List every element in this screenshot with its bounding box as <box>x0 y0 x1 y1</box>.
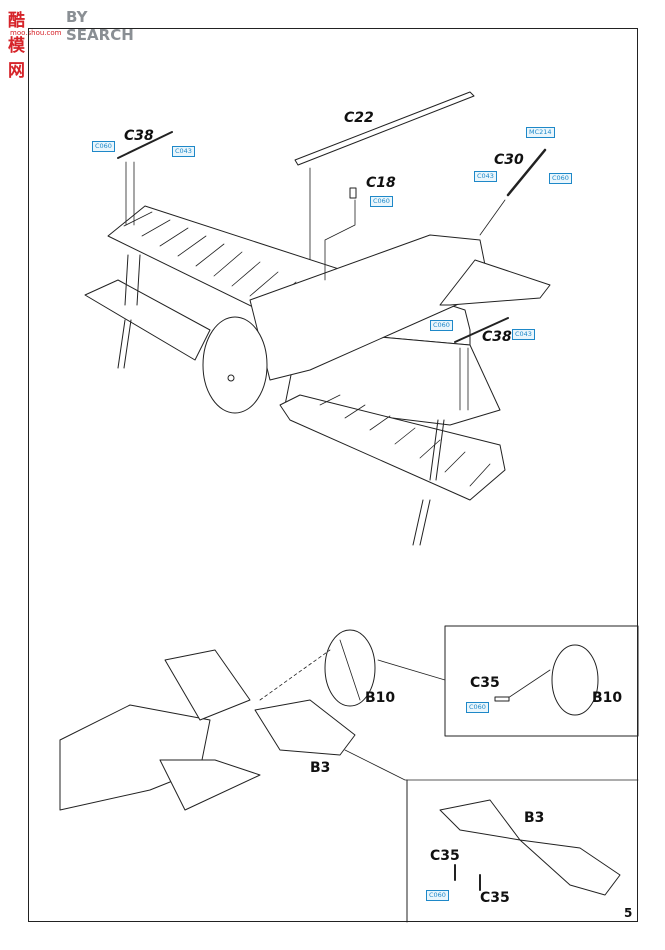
fuselage-nose <box>202 316 268 414</box>
tailplane <box>439 259 551 306</box>
tag-c060-b: C060 <box>549 173 572 184</box>
tag-c060-d: C060 <box>430 320 453 331</box>
interplane-struts <box>117 254 445 546</box>
watermark-en: BY SEARCH <box>66 8 134 44</box>
tag-c043-a: C043 <box>172 146 195 157</box>
page-frame <box>28 28 638 922</box>
tail-plane-right <box>254 699 356 756</box>
label-b3: B3 <box>310 760 331 776</box>
tag-mc214: MC214 <box>526 127 555 138</box>
tag-c043-c: C043 <box>512 329 535 340</box>
page-number: 5 <box>624 906 633 920</box>
label-c18: C18 <box>366 175 396 191</box>
c18-part <box>349 187 357 199</box>
label-c22: C22 <box>344 110 374 126</box>
tag-c060-c: C060 <box>370 196 393 207</box>
label-c35-a: C35 <box>430 848 460 864</box>
tag-c043-b: C043 <box>474 171 497 182</box>
label-c38-left: C38 <box>124 128 154 144</box>
lower-wing-ribs <box>319 394 491 487</box>
tag-c060-a: C060 <box>92 141 115 152</box>
c30-part <box>506 148 547 197</box>
inset-c35-part <box>494 696 510 702</box>
label-c30: C30 <box>494 152 524 168</box>
label-c35-b: C35 <box>480 890 510 906</box>
label-b10-inset: B10 <box>592 690 623 706</box>
c38-left-part <box>117 131 173 159</box>
inset-tail-left <box>439 799 521 841</box>
lower-wing-right <box>279 394 506 501</box>
c38-right-part <box>454 317 509 343</box>
label-c35-inset: C35 <box>470 675 500 691</box>
tag-c060-e: C060 <box>466 702 489 713</box>
inset-b10-part <box>551 644 599 716</box>
inset-b10-box <box>444 625 639 737</box>
label-b10: B10 <box>365 690 396 706</box>
watermark-cn: 酷模网 <box>8 11 26 81</box>
lower-wing <box>84 279 211 361</box>
b10-part <box>324 629 376 707</box>
inset-tail-right <box>519 839 621 896</box>
label-b3-inset: B3 <box>524 810 545 826</box>
c22-part <box>294 91 475 166</box>
tail-plane-left <box>164 649 251 721</box>
label-c38-right: C38 <box>482 329 512 345</box>
tail-plane-lower <box>159 759 261 811</box>
tag-c060-f: C060 <box>426 890 449 901</box>
watermark-url: moo.shou.com <box>10 29 62 37</box>
